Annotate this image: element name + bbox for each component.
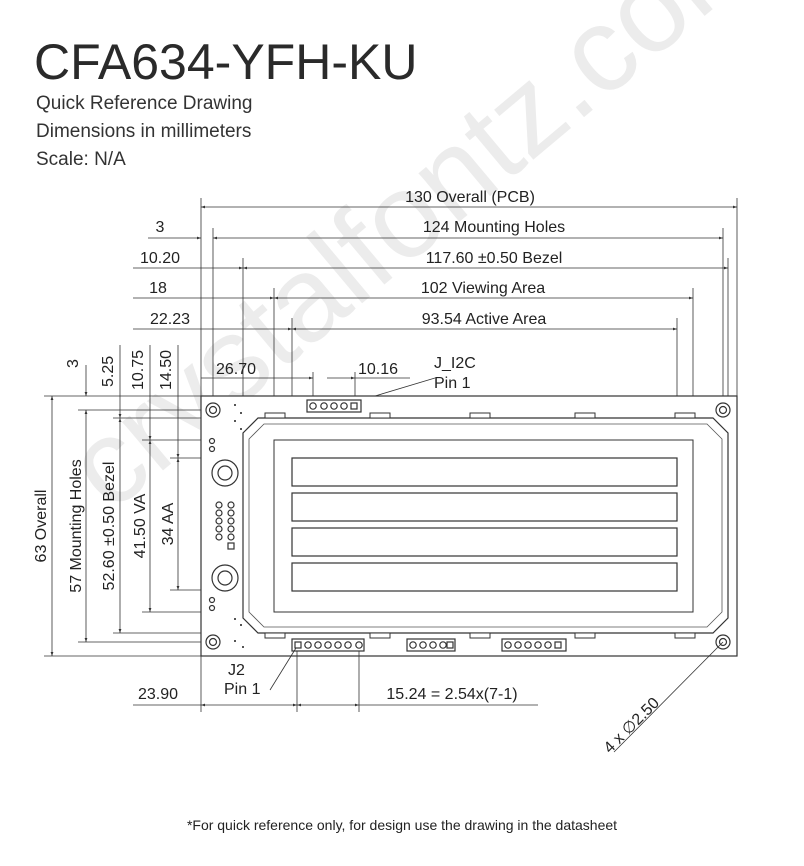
bottom-labels: 23.90 J2 Pin 1 15.24 = 2.54x(7-1) 4 x ∅2… xyxy=(138,662,663,757)
character-rows xyxy=(291,457,678,592)
dim-23-90: 23.90 xyxy=(138,686,178,703)
dim-v-3: 3 xyxy=(65,359,82,368)
bottom-header-3 xyxy=(501,638,567,652)
dim-mounting-v: 57 Mounting Holes xyxy=(68,459,85,592)
dim-v-14-50: 14.50 xyxy=(158,350,175,390)
keypad-connector xyxy=(208,437,239,612)
subtitle-scale: Scale: N/A xyxy=(36,149,126,170)
dim-aa-v: 34 AA xyxy=(160,502,177,545)
dim-v-5-25: 5.25 xyxy=(100,356,117,387)
subtitle-units: Dimensions in millimeters xyxy=(36,121,252,142)
dim-viewing-area: 102 Viewing Area xyxy=(421,280,545,297)
j2-header xyxy=(291,638,365,652)
footnote: *For quick reference only, for design us… xyxy=(186,817,618,833)
page-title: CFA634-YFH-KU xyxy=(34,34,418,90)
dim-pitch-formula: 15.24 = 2.54x(7-1) xyxy=(386,686,517,703)
label-j-i2c: J_I2C xyxy=(434,355,476,372)
dim-bezel: 117.60 ±0.50 Bezel xyxy=(426,250,563,267)
lcd-module xyxy=(200,395,738,657)
bottom-dimensions xyxy=(133,641,724,753)
dim-overall-v: 63 Overall xyxy=(33,490,50,563)
smd-dots xyxy=(234,404,244,648)
dim-26-70: 26.70 xyxy=(216,361,256,378)
j-i2c-header xyxy=(306,399,362,413)
horizontal-dimensions xyxy=(133,198,738,458)
dim-view-offset: 18 xyxy=(149,280,167,297)
dim-bezel-v: 52.60 ±0.50 Bezel xyxy=(101,462,118,591)
dim-hole-diameter: 4 x ∅2.50 xyxy=(601,695,663,757)
dim-active-offset: 22.23 xyxy=(150,311,190,328)
dim-v-10-75: 10.75 xyxy=(130,350,147,390)
dim-mount-offset: 3 xyxy=(156,219,165,236)
label-j2-pin: Pin 1 xyxy=(224,681,261,698)
label-j2: J2 xyxy=(228,662,245,679)
horizontal-labels: 130 Overall (PCB) 3 124 Mounting Holes 1… xyxy=(140,189,565,392)
dim-va-v: 41.50 VA xyxy=(132,493,149,558)
dim-bezel-offset: 10.20 xyxy=(140,250,180,267)
dim-active-area: 93.54 Active Area xyxy=(422,311,547,328)
subtitle-drawing-type: Quick Reference Drawing xyxy=(36,93,253,114)
bottom-header-2 xyxy=(406,638,456,652)
vertical-labels: 3 5.25 10.75 14.50 63 Overall 57 Mountin… xyxy=(33,350,177,593)
mounting-holes xyxy=(205,402,731,650)
label-j-i2c-pin: Pin 1 xyxy=(434,375,471,392)
dim-mounting-holes: 124 Mounting Holes xyxy=(423,219,565,236)
dim-10-16: 10.16 xyxy=(358,361,398,378)
dim-overall-pcb: 130 Overall (PCB) xyxy=(405,189,535,206)
